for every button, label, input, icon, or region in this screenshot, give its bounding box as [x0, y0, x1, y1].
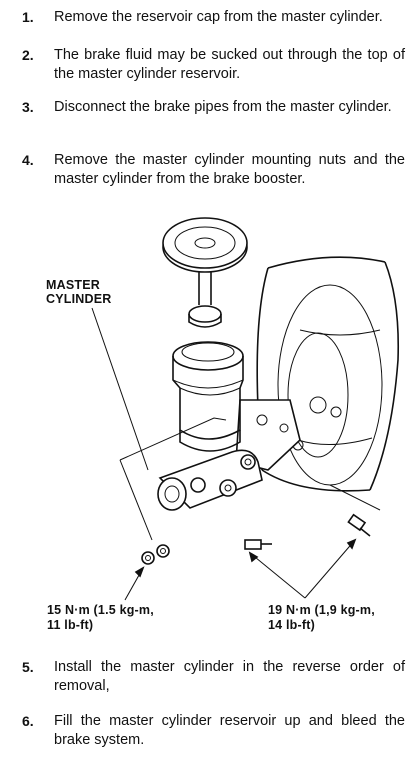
master-cylinder-label-line1: MASTER	[46, 278, 100, 292]
torque-left-line1: 15 N·m (1.5 kg-m,	[47, 603, 154, 617]
label-leader-line	[91, 307, 149, 471]
step-text: Disconnect the brake pipes from the mast…	[54, 99, 392, 115]
step-number: 5.	[22, 659, 34, 675]
callout-bracket	[119, 417, 227, 461]
step-number: 3.	[22, 99, 34, 115]
step-number: 1.	[22, 9, 34, 25]
cylinder-body	[157, 449, 263, 511]
mounting-nuts	[141, 544, 170, 565]
torque-right-line1: 19 N·m (1,9 kg-m,	[268, 603, 375, 617]
step-number: 2.	[22, 47, 34, 63]
brake-pipe-flare-nuts	[244, 513, 371, 550]
step-text: Install the master cylinder in the rever…	[54, 659, 405, 694]
reservoir	[172, 341, 244, 452]
step-text: Remove the master cylinder mounting nuts…	[54, 152, 405, 187]
step-text: Remove the reservoir cap from the master…	[54, 9, 383, 25]
step-number: 4.	[22, 152, 34, 168]
torque-right-line2: 14 lb-ft)	[268, 618, 315, 632]
master-cylinder-label-line2: CYLINDER	[46, 292, 112, 306]
torque-arrows	[124, 538, 357, 601]
reservoir-cap	[162, 217, 248, 328]
step-number: 6.	[22, 713, 34, 729]
torque-left-line2: 11 lb-ft)	[47, 618, 94, 632]
step-text: Fill the master cylinder reservoir up an…	[54, 713, 405, 748]
step-text: The brake fluid may be sucked out throug…	[54, 47, 405, 82]
